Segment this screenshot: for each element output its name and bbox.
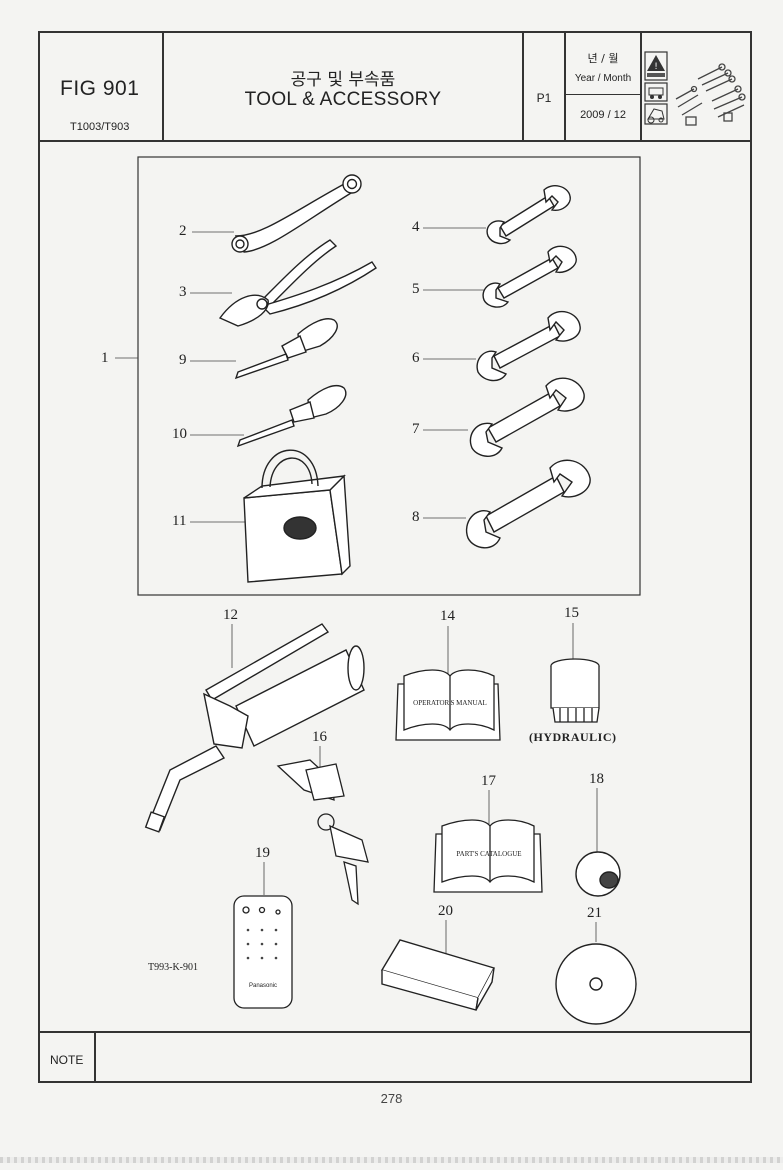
callout-10: 10 bbox=[172, 426, 187, 442]
divider bbox=[94, 1033, 96, 1083]
callout-20: 20 bbox=[438, 903, 453, 919]
callout-11: 11 bbox=[172, 513, 187, 529]
callout-15: 15 bbox=[564, 605, 579, 621]
model-code: T1003/T903 bbox=[70, 121, 130, 133]
operators-manual-drawing: OPERATOR'S MANUAL bbox=[395, 669, 501, 741]
remote-brand-text: Panasonic bbox=[249, 983, 277, 989]
hydraulic-label: (HYDRAULIC) bbox=[529, 730, 617, 744]
callout-6: 6 bbox=[412, 350, 420, 366]
divider bbox=[564, 94, 640, 95]
callout-5: 5 bbox=[412, 281, 420, 297]
ball-knob-drawing bbox=[575, 851, 621, 897]
tool-bag-drawing bbox=[243, 449, 351, 583]
callout-19: 19 bbox=[255, 845, 270, 861]
leader-lines bbox=[115, 227, 598, 958]
callout-3: 3 bbox=[179, 284, 187, 300]
wrench-7 bbox=[469, 377, 585, 457]
wrench-5 bbox=[482, 245, 577, 308]
callout-2: 2 bbox=[179, 223, 187, 239]
section-thumbnail: ! bbox=[644, 51, 746, 126]
scan-artifact bbox=[0, 1157, 783, 1163]
tools-thumbnail-icon bbox=[675, 63, 746, 126]
callout-14: 14 bbox=[440, 608, 455, 624]
manual-cover-text: OPERATOR'S MANUAL bbox=[413, 699, 487, 707]
year-month-label: Year / Month bbox=[574, 73, 632, 84]
issue-date: 2009 / 12 bbox=[580, 109, 626, 121]
page-frame bbox=[38, 31, 752, 1083]
drawing-reference-code: T993-K-901 bbox=[148, 962, 198, 973]
tractor-icon bbox=[644, 103, 668, 125]
divider bbox=[522, 31, 524, 140]
remote-control-drawing: Panasonic bbox=[233, 895, 293, 1009]
block-drawing bbox=[380, 939, 496, 1011]
callout-21: 21 bbox=[587, 905, 602, 921]
title-korean: 공구 및 부속품 bbox=[290, 70, 396, 90]
callout-16: 16 bbox=[312, 729, 327, 745]
screwdriver-flat-drawing bbox=[236, 384, 347, 448]
tool-kit-box bbox=[137, 156, 641, 596]
catalogue-cover-text: PART'S CATALOGUE bbox=[456, 850, 521, 858]
note-label: NOTE bbox=[50, 1053, 84, 1067]
note-row: NOTE bbox=[38, 1031, 752, 1083]
parts-catalogue-drawing: PART'S CATALOGUE bbox=[433, 819, 543, 893]
open-end-wrench-set-drawing bbox=[465, 185, 591, 549]
grease-gun-drawing bbox=[144, 623, 365, 833]
page-number: 278 bbox=[380, 1091, 403, 1106]
callout-8: 8 bbox=[412, 509, 420, 525]
divider bbox=[162, 31, 164, 140]
keys-drawing bbox=[276, 759, 369, 906]
callout-18: 18 bbox=[589, 771, 604, 787]
page-title: TOOL & ACCESSORY bbox=[244, 89, 442, 110]
wrench-4 bbox=[486, 185, 571, 245]
disc-drawing bbox=[555, 943, 637, 1025]
machine-icon bbox=[644, 82, 668, 102]
wrench-8 bbox=[465, 459, 591, 549]
year-month-korean: 년 / 월 bbox=[587, 52, 619, 65]
page-code: P1 bbox=[536, 91, 552, 105]
hydraulic-filter-drawing bbox=[550, 658, 600, 723]
warning-icon: ! bbox=[644, 51, 668, 81]
figure-number: FIG 901 bbox=[60, 77, 140, 100]
callout-9: 9 bbox=[179, 352, 187, 368]
svg-text:!: ! bbox=[654, 62, 658, 72]
callout-7: 7 bbox=[412, 421, 420, 437]
pliers-drawing bbox=[218, 239, 377, 327]
divider bbox=[640, 31, 642, 140]
callout-17: 17 bbox=[481, 773, 496, 789]
box-end-wrench-drawing bbox=[231, 174, 362, 253]
screwdriver-phillips-drawing bbox=[234, 318, 338, 380]
wrench-6 bbox=[476, 310, 581, 382]
callout-4: 4 bbox=[412, 219, 420, 235]
callout-1: 1 bbox=[101, 350, 109, 366]
divider bbox=[564, 31, 566, 140]
callout-12: 12 bbox=[223, 607, 238, 623]
title-block: FIG 901 T1003/T903 공구 및 부속품 TOOL & ACCES… bbox=[38, 31, 752, 142]
